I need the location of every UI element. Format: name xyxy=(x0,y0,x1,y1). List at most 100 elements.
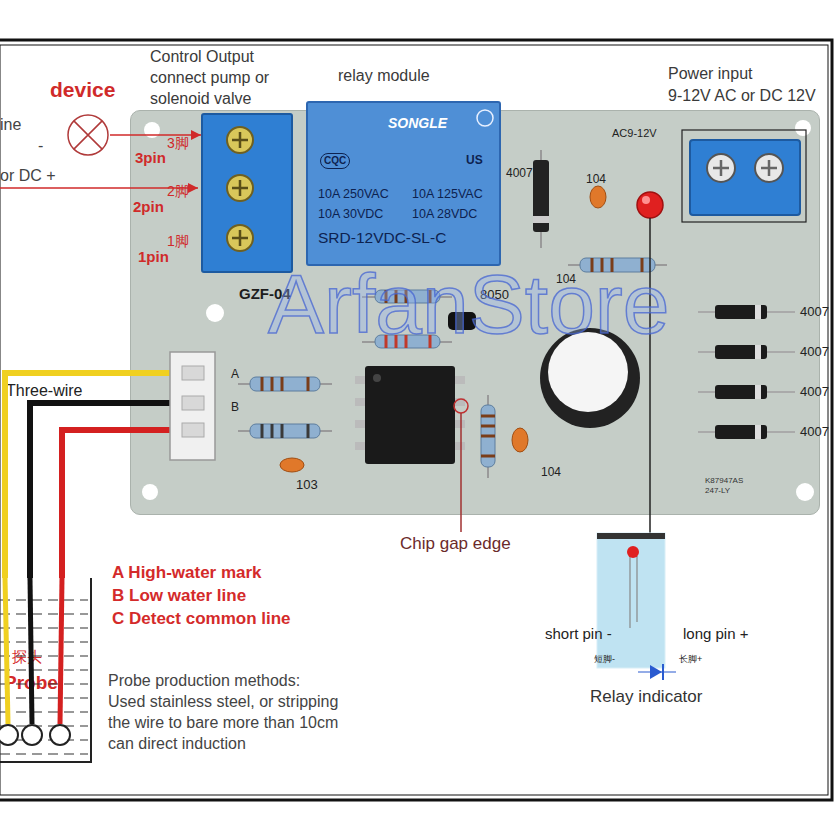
diode-band xyxy=(755,425,761,439)
resistor-bands xyxy=(592,258,642,272)
capacitor-top xyxy=(548,332,628,412)
probe-wire xyxy=(130,400,190,406)
led-symbol xyxy=(637,192,663,218)
pin-note: 短脚- xyxy=(594,654,615,666)
diode-band xyxy=(755,305,761,319)
probe-tip xyxy=(50,725,70,745)
screw-slot xyxy=(232,180,248,196)
diode-band xyxy=(755,385,761,399)
probe-key: B Low water line xyxy=(112,585,246,607)
probe-tip xyxy=(0,725,18,745)
callout-text: Control Output connect pump or solenoid … xyxy=(150,47,272,109)
probe-wire xyxy=(62,430,130,578)
silkscreen-outline xyxy=(682,130,806,222)
lamp-symbol xyxy=(68,115,108,155)
resistor-symbol xyxy=(375,290,440,303)
power-terminal xyxy=(690,140,800,215)
device-outline xyxy=(66,113,110,157)
resistor-lead xyxy=(238,430,332,432)
pin-note: short pin - xyxy=(545,624,612,644)
diode-band xyxy=(755,345,761,359)
relay-marking: US xyxy=(466,153,483,167)
diode-lead xyxy=(540,150,542,248)
relay-module: SONGLECQCUS10A 250VAC10A 125VAC10A 30VDC… xyxy=(306,101,501,266)
resistor-lead xyxy=(362,296,452,298)
ceramic-capacitor xyxy=(512,428,528,452)
relay-mark xyxy=(477,110,493,126)
ic-chip xyxy=(365,366,455,464)
screw-slot xyxy=(232,230,248,246)
output-terminal: 3脚2脚1脚 xyxy=(201,113,293,273)
resistor-symbol xyxy=(375,335,440,348)
led-lead xyxy=(636,556,637,622)
transistor-symbol xyxy=(448,312,476,330)
resistor-bands xyxy=(262,377,308,391)
diode-lead xyxy=(698,311,795,313)
led-highlight xyxy=(642,196,650,204)
mount-hole xyxy=(796,483,814,501)
resistor-symbol xyxy=(481,405,495,467)
screw-slot xyxy=(232,132,248,148)
diode-band xyxy=(533,216,549,223)
relay-marking: 10A 28VDC xyxy=(412,207,477,222)
ic-pin xyxy=(355,398,365,406)
probe-wire xyxy=(130,427,190,433)
pin-note: 长脚+ xyxy=(679,654,702,666)
lamp-cross xyxy=(74,121,102,149)
callout-text: Power input xyxy=(668,64,753,85)
led-symbol xyxy=(627,546,639,558)
relay-marking: SONGLE xyxy=(388,115,447,132)
frame-inner xyxy=(0,45,828,795)
diode-symbol xyxy=(533,160,549,232)
probe-wire xyxy=(30,578,32,724)
led-lead xyxy=(629,556,630,628)
pin-label: 1脚 xyxy=(167,233,189,250)
callout-text: relay module xyxy=(338,66,430,87)
electrolytic-capacitor xyxy=(540,328,640,428)
callout-text: Chip gap edge xyxy=(400,533,511,555)
probe-wire xyxy=(30,403,130,578)
pcb-board: GZF-043脚2脚1脚SONGLECQCUS10A 250VAC10A 125… xyxy=(130,110,820,515)
probe-key: A High-water mark xyxy=(112,562,262,584)
probe-wire xyxy=(130,370,190,376)
resistor-symbol xyxy=(250,377,320,391)
ic-dot xyxy=(373,374,381,382)
callout-text: 9-12V AC or DC 12V xyxy=(668,86,816,107)
resistor-lead xyxy=(568,264,667,266)
water-level-lines xyxy=(0,600,88,754)
terminal-screw xyxy=(227,175,253,201)
device-title: device xyxy=(50,77,115,102)
relay-marking: 10A 125VAC xyxy=(412,187,483,202)
ic-pin xyxy=(355,442,365,450)
pin-note: long pin + xyxy=(683,624,748,644)
diode-lead xyxy=(698,391,795,393)
screw-slot xyxy=(761,160,777,176)
wire-note: ine xyxy=(0,115,21,136)
frame-outer xyxy=(0,40,832,800)
wire-note: - xyxy=(38,136,43,157)
diode-lead xyxy=(698,351,795,353)
connector-pin xyxy=(182,396,204,410)
resistor-symbol xyxy=(250,424,320,438)
resistor-bands xyxy=(386,335,430,348)
chip-gap-mark xyxy=(454,399,468,413)
diode-symbol xyxy=(650,665,662,679)
pin-label: 3脚 xyxy=(167,135,189,152)
relay-marking: SRD-12VDC-SL-C xyxy=(318,229,446,248)
mount-hole xyxy=(142,484,158,500)
terminal-screw xyxy=(755,154,783,182)
terminal-screw xyxy=(707,154,735,182)
diode-symbol xyxy=(715,425,767,439)
relay-marking: CQC xyxy=(320,153,350,169)
probe-tip xyxy=(22,725,42,745)
probe-wire xyxy=(5,578,8,724)
probe-wire xyxy=(5,373,130,578)
diode-symbol xyxy=(715,385,767,399)
probe-label: 探头 xyxy=(12,648,42,666)
screw-slot xyxy=(713,160,729,176)
ceramic-capacitor xyxy=(590,186,606,208)
ic-pin xyxy=(455,398,465,406)
mount-hole xyxy=(206,304,224,322)
leader-line xyxy=(649,218,651,536)
resistor-bands xyxy=(481,416,495,456)
